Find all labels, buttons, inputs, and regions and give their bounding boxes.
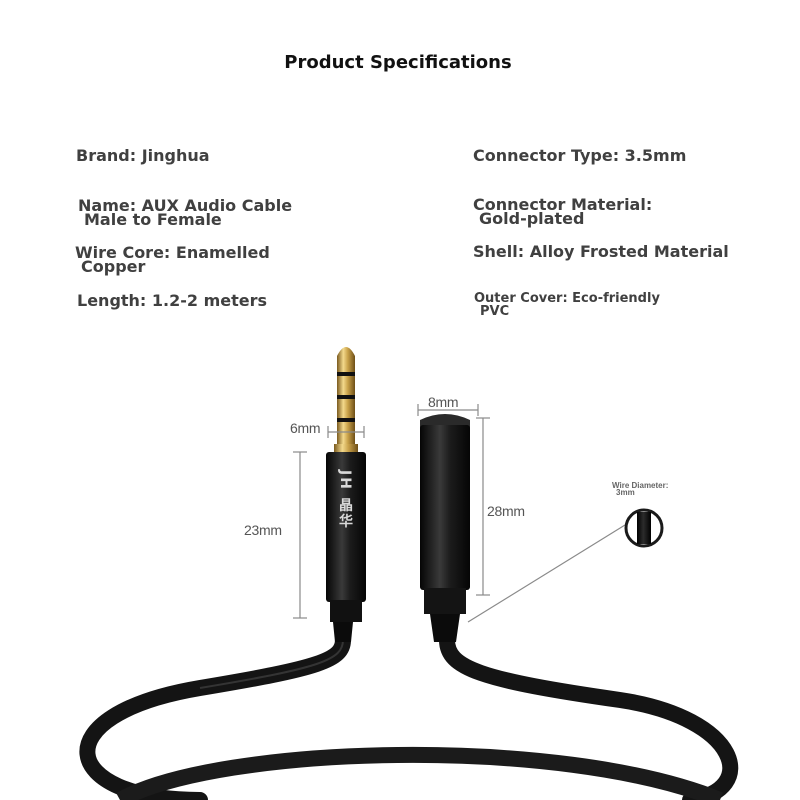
spec-outer-cover-line2: PVC [480,304,510,319]
spec-connector-material-line2: Gold-plated [479,209,585,228]
plug-ring-2 [337,395,355,399]
dim-plug-length: 23mm [244,522,282,538]
dim-socket-width: 8mm [428,394,459,410]
spec-shell: Shell: Alloy Frosted Material [473,242,729,261]
plug-marking: JH 晶华 [337,470,355,530]
spec-connector-material: Connector Material: Gold-plated [473,195,653,228]
dim-socket-length: 28mm [487,503,525,519]
cable-lower-loop [116,746,724,800]
plug-ring-3 [337,418,355,422]
spec-connector-type-text: Connector Type: 3.5mm [473,146,687,165]
spec-brand-text: Brand: Jinghua [76,146,210,165]
spec-wire-core-line1: Wire Core: Enamelled [75,243,270,262]
plug-ring-1 [337,372,355,376]
spec-wire-core: Wire Core: Enamelled Copper [75,243,270,276]
spec-name-line2: Male to Female [84,210,222,229]
spec-name-line1: Name: AUX Audio Cable [78,196,293,215]
cable-from-socket [439,632,739,800]
dimension-lines [293,404,626,623]
spec-wire-core-line2: Copper [81,257,146,276]
dim-tip-width: 6mm [290,420,321,436]
spec-name: Name: AUX Audio Cable Male to Female [78,196,293,229]
male-plug [326,347,366,642]
page-title: Product Specifications [284,52,512,73]
spec-outer-cover-line1: Outer Cover: Eco-friendly [474,291,660,306]
socket-body [420,425,470,590]
plug-body [326,452,366,602]
dim-wire-diameter: Wire Diameter: 3mm [612,481,669,497]
spec-brand: Brand: Jinghua [76,146,210,165]
spec-length-text: Length: 1.2-2 meters [77,291,268,310]
female-socket [420,414,470,642]
dim-wire-diameter-line2: 3mm [616,488,635,497]
spec-connector-type: Connector Type: 3.5mm [473,146,687,165]
spec-outer-cover: Outer Cover: Eco-friendly PVC [474,292,660,318]
wire-cross-section [624,508,664,548]
spec-shell-text: Shell: Alloy Frosted Material [473,242,729,261]
spec-length: Length: 1.2-2 meters [77,291,268,310]
dim-wire-diameter-line1: Wire Diameter: [612,481,669,490]
plug-marking-text: JH 晶华 [337,470,353,530]
spec-connector-material-line1: Connector Material: [473,195,653,214]
